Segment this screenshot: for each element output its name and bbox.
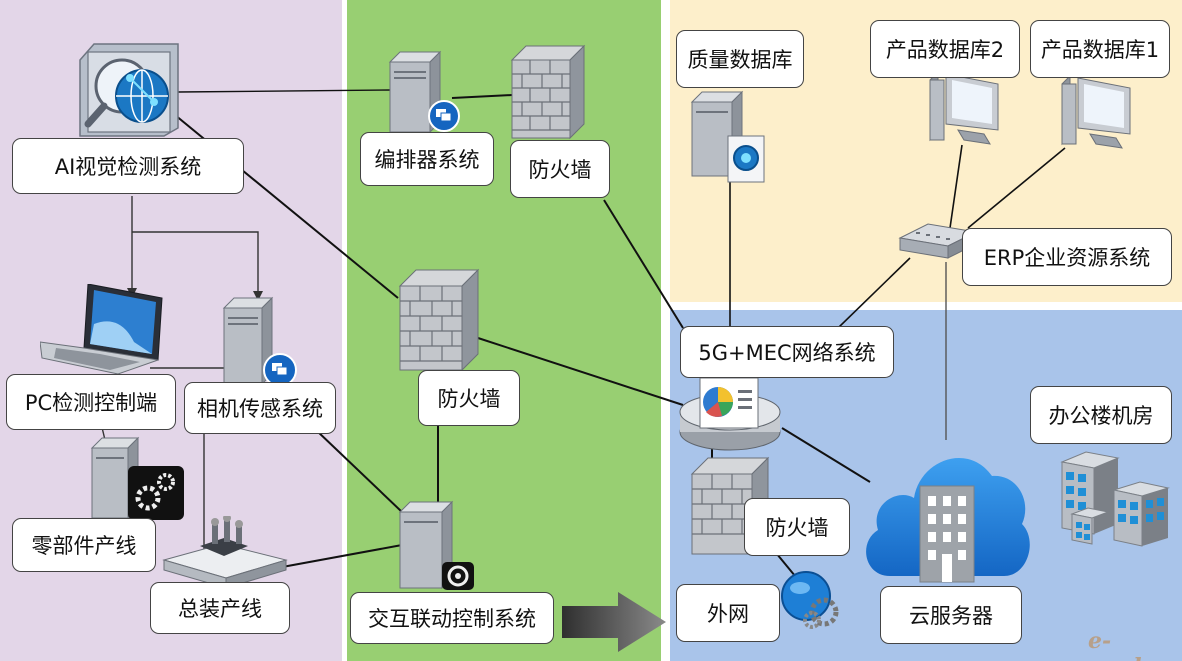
label-firewall-top: 防火墙 [510,140,610,198]
label-ai-vision: AI视觉检测系统 [12,138,244,194]
assembly-machine-icon [162,516,288,589]
laptop-icon [40,284,163,374]
label-camera-sensor: 相机传感系统 [184,382,336,434]
link-router-mec [837,257,911,329]
label-assembly-line: 总装产线 [150,582,290,634]
label-erp: ERP企业资源系统 [962,228,1172,286]
buildings-icon [1060,451,1170,547]
globe-gear-icon [781,571,839,629]
firewall-icon-mid [398,268,480,372]
label-external-net: 外网 [676,584,780,642]
watermark: e-works [1088,628,1161,661]
monitor-icon-db2 [929,70,999,145]
label-firewall-mid: 防火墙 [418,370,520,426]
ai-globe-icon [79,43,179,137]
link-ai-orchestrator [177,89,393,93]
database-server-icon [690,90,765,183]
label-pc-control: PC检测控制端 [6,374,176,430]
label-product-db1: 产品数据库1 [1030,20,1170,78]
gear-server-icon [90,436,184,520]
link-db1-router [967,147,1066,229]
link-db2-router [949,144,963,229]
link-ai-camera [132,231,259,293]
monitor-icon-db1 [1061,74,1131,149]
label-product-db2: 产品数据库2 [870,20,1020,78]
label-office-room: 办公楼机房 [1030,386,1172,444]
label-interaction-control: 交互联动控制系统 [350,592,554,644]
control-server-icon [398,500,474,590]
label-orchestrator: 编排器系统 [360,132,494,186]
link-camera-control [315,429,403,513]
firewall-icon [510,44,586,140]
label-cloud-server: 云服务器 [880,586,1022,644]
dashboard-node-icon [679,377,781,451]
label-firewall-blue: 防火墙 [744,498,850,556]
cloud-icon [866,457,1030,583]
link-firewall-top-mec [603,199,684,329]
label-parts-line: 零部件产线 [12,518,156,572]
server-icon [222,296,297,386]
orchestrator-server-icon [388,50,460,134]
label-mec: 5G+MEC网络系统 [680,326,894,378]
link-orchestrator-firewall [451,94,513,99]
label-quality-db: 质量数据库 [676,30,804,88]
link-node-cloud [781,427,871,483]
arrow-icon [562,592,666,652]
link-firewall-mid-mec [477,337,684,406]
